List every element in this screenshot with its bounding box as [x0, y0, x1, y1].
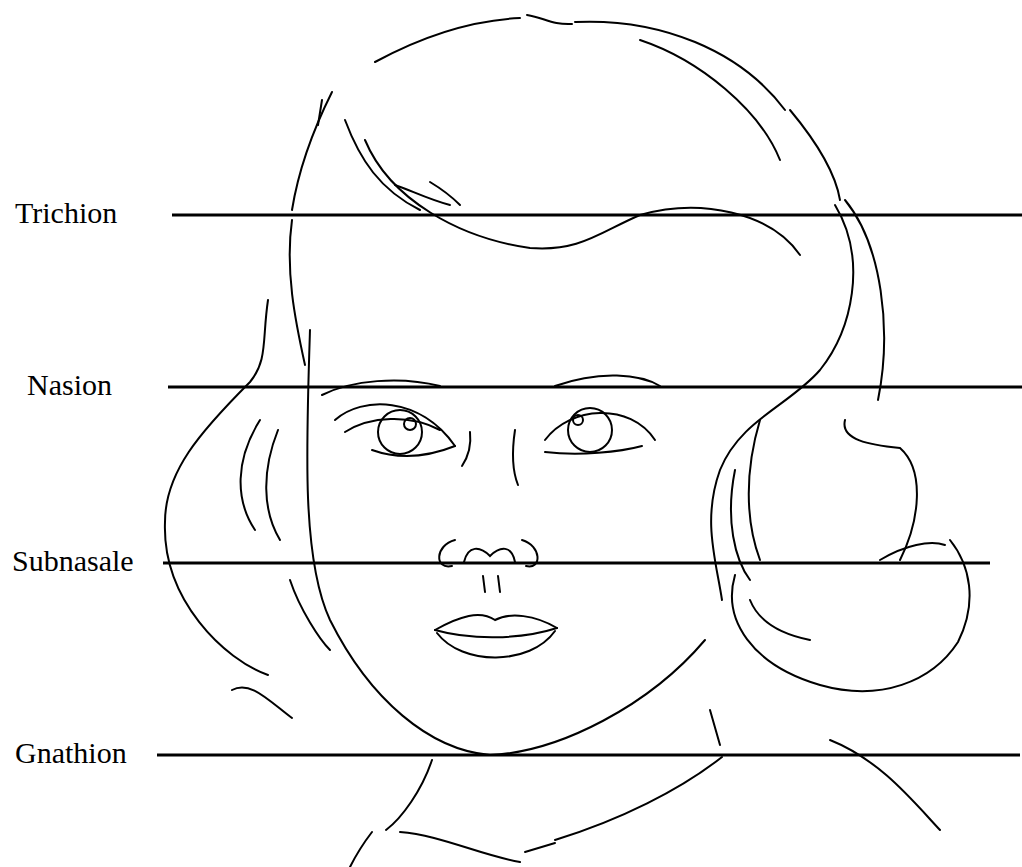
lips [435, 628, 557, 637]
eyebrow [555, 375, 660, 386]
nose [464, 549, 515, 562]
hair-top [575, 22, 785, 110]
eye-outline [545, 413, 655, 440]
hair-left-outer [292, 92, 332, 210]
hair-top [527, 15, 572, 24]
face-drawing [165, 15, 970, 867]
hair-left-curl [241, 420, 260, 530]
hair-right [749, 420, 760, 560]
collar [400, 832, 520, 862]
hair-strand [430, 182, 460, 205]
eye-pupil [573, 415, 583, 425]
hair-bangs [640, 40, 780, 160]
hair-strand [395, 185, 450, 205]
reference-line [163, 562, 990, 565]
hair-bangs [365, 140, 800, 255]
reference-line [157, 754, 1020, 757]
hair-right [845, 200, 884, 400]
lips [437, 631, 555, 658]
hair-left-curl [290, 580, 330, 650]
shoulder [350, 832, 372, 867]
landmark-label: Gnathion [15, 735, 127, 771]
hair-left-outer [318, 100, 322, 125]
neck [710, 710, 720, 745]
lips [435, 615, 557, 630]
hair-left-curl [232, 687, 292, 718]
landmark-label: Nasion [27, 367, 112, 403]
face-right [711, 205, 853, 600]
eye-iris [378, 410, 422, 454]
neck [386, 760, 432, 830]
hair-right-curl [880, 543, 945, 560]
hair-top [790, 110, 840, 200]
landmark-label: Subnasale [12, 543, 134, 579]
hair-top [375, 18, 520, 62]
eye-iris [568, 408, 612, 452]
reference-line [168, 386, 1022, 389]
philtrum [483, 576, 500, 592]
hair-left-curl [266, 430, 280, 540]
hair-right-curl [750, 600, 810, 640]
hair-left-outer [290, 220, 305, 365]
collar [525, 843, 555, 852]
hair-left-curl [165, 300, 268, 675]
hair-right [844, 420, 916, 560]
nose-bridge [462, 432, 470, 466]
eye-outline [345, 419, 440, 432]
eye-pupil [404, 418, 416, 430]
reference-lines [157, 215, 1022, 755]
nose-bridge [513, 430, 518, 485]
reference-line [172, 214, 1022, 217]
face-left [307, 330, 705, 755]
landmark-label: Trichion [15, 195, 117, 231]
collar [555, 757, 722, 840]
